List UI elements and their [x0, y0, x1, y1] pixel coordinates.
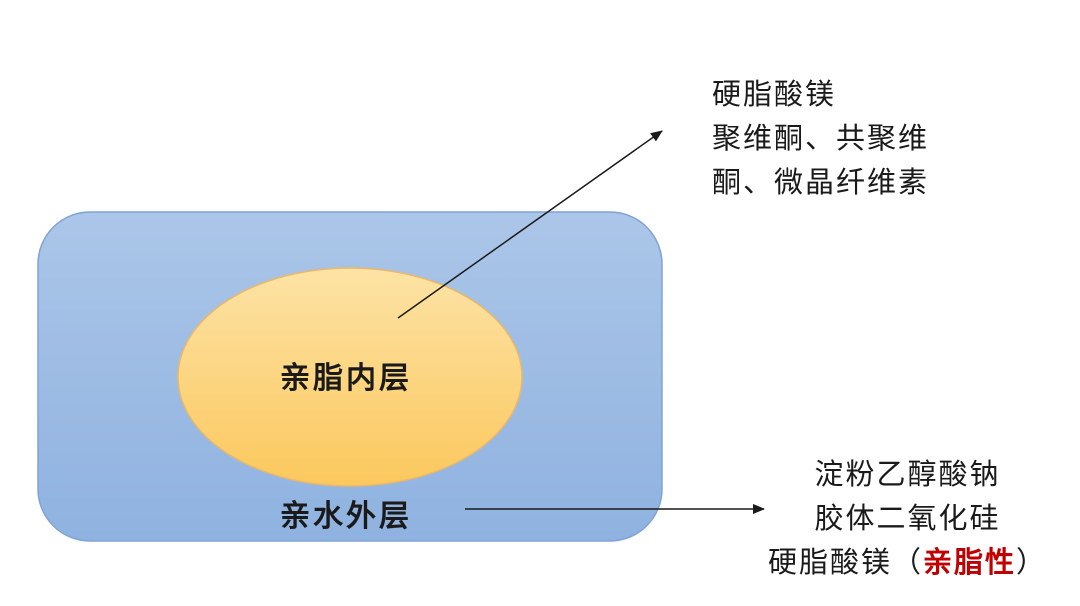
outer-material-line: 胶体二氧化硅: [814, 501, 1001, 535]
inner-material-line: 酮、微晶纤维素: [712, 165, 930, 199]
inner-material-line: 聚维酮、共聚维: [712, 121, 930, 155]
outer-material-suffix: ）: [1016, 545, 1048, 579]
outer-layer-label: 亲水外层: [280, 499, 412, 534]
lipophilic-highlight: 亲脂性: [923, 545, 1017, 579]
outer-material-line: 淀粉乙醇酸钠: [814, 457, 1001, 491]
inner-layer-label: 亲脂内层: [280, 361, 412, 396]
inner-materials-list: 硬脂酸镁 聚维酮、共聚维 酮、微晶纤维素: [712, 72, 929, 204]
outer-materials-list: 淀粉乙醇酸钠 胶体二氧化硅 硬脂酸镁（亲脂性）: [768, 452, 1047, 584]
lipophilic-inner-layer: [177, 267, 523, 487]
outer-material-prefix: 硬脂酸镁（: [768, 545, 924, 579]
inner-layer-arrow: [397, 130, 663, 319]
outer-material-line: 硬脂酸镁（亲脂性）: [768, 540, 1047, 584]
inner-material-line: 硬脂酸镁: [712, 77, 837, 111]
